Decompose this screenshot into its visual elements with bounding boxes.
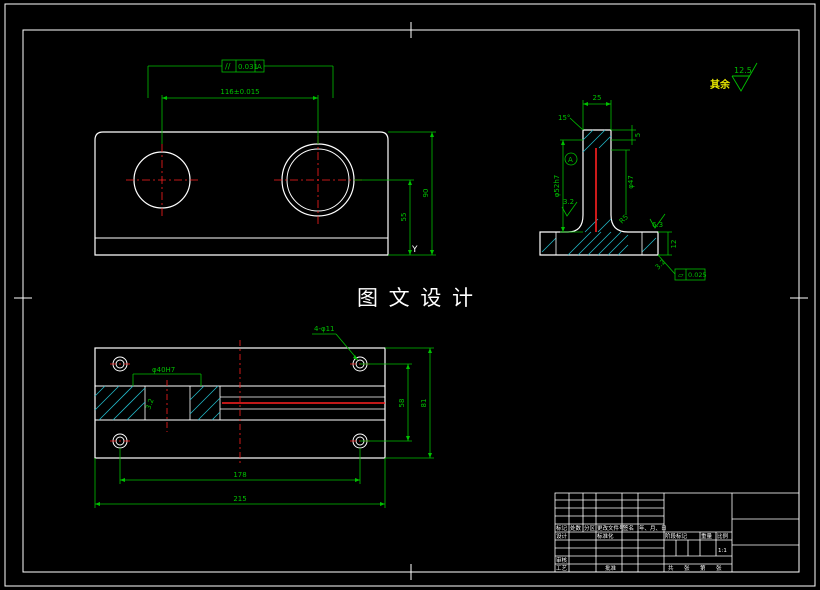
tb-approve-label: 批准 <box>605 564 617 572</box>
tb-sheet-total: 共 <box>668 564 674 572</box>
surface-finish-note: 其余 12.5 <box>710 62 758 92</box>
flat-tol-symbol: ⏥ <box>678 271 684 279</box>
tb-review-label: 审核 <box>556 556 568 564</box>
parallel-tol-datum: A <box>257 63 262 71</box>
tb-sheet-number: 第 <box>700 564 706 572</box>
parallel-tol-value: 0.031 <box>238 63 258 71</box>
dim-height-center: 55 <box>400 213 408 222</box>
top-roughness: 3.2 <box>144 397 155 410</box>
dim-boss: φ47 <box>627 175 635 189</box>
sheet-frame <box>4 3 816 587</box>
tb-header-change-doc: 更改文件号 <box>597 524 625 532</box>
flat-tol-value: 0.025 <box>688 271 707 279</box>
tb-stage-mark: 阶段标记 <box>665 532 688 540</box>
side-view-hatch <box>541 129 657 256</box>
title-block: 标记 处数 分区 更改文件号 签名 年、月、日 设计 标准化 阶段标记 重量 比… <box>554 492 800 573</box>
tb-weight: 重量 <box>701 532 713 540</box>
tb-sheet-unit: 张 <box>684 564 690 572</box>
front-view-outline <box>94 131 389 256</box>
tb-process-label: 工艺 <box>556 565 568 572</box>
roughness-3-2: 3.2 <box>563 198 574 206</box>
side-view: 25 15° 5 A φ52h7 φ47 3.2 R5 6.3 12 3.2 ⏥… <box>539 94 707 281</box>
dim-hole-spacing-top: 178 <box>233 471 246 479</box>
tb-header-zone: 分区 <box>584 524 596 532</box>
dim-hole-spacing: 116±0.015 <box>220 88 259 96</box>
dim-height-overall: 90 <box>422 189 430 198</box>
dim-base-thickness: 12 <box>670 240 678 249</box>
tb-header-mark: 标记 <box>556 524 568 532</box>
dim-bore: φ52h7 <box>553 175 561 197</box>
tb-scale-label: 比例 <box>717 532 729 540</box>
hole-callout: 4-φ11 <box>314 325 335 333</box>
roughness-3-2b: 3.2 <box>654 258 668 272</box>
dim-top-width: 25 <box>593 94 602 102</box>
parallel-symbol: // <box>225 62 231 71</box>
tb-sheet-unit-2: 张 <box>716 564 722 572</box>
dim-outer-height: 81 <box>420 399 428 408</box>
dim-angle: 15° <box>558 114 570 122</box>
front-view: // 0.031 A 116±0.015 90 55 Y <box>94 59 436 256</box>
dim-overall-width: 215 <box>233 495 246 503</box>
dim-inner-height: 58 <box>398 399 406 408</box>
top-view: 4-φ11 φ40H7 3.2 58 81 178 215 <box>94 325 434 508</box>
tb-design-label: 设计 <box>556 532 568 540</box>
top-view-hatch <box>94 385 221 421</box>
datum-y-label: Y <box>411 245 418 255</box>
tb-header-count: 处数 <box>570 524 582 532</box>
dim-fillet: R5 <box>618 213 630 225</box>
bore-dim: φ40H7 <box>152 366 175 374</box>
tb-scale-value: 1:1 <box>718 548 727 554</box>
surface-finish-value: 12.5 <box>734 66 752 75</box>
surface-finish-label: 其余 <box>710 78 731 91</box>
datum-a-label: A <box>568 156 573 164</box>
tb-standardization-label: 标准化 <box>597 532 614 540</box>
tb-header-signature: 签名 <box>623 524 634 532</box>
watermark-text: 图 文 设 计 <box>357 286 475 310</box>
dim-small-height: 5 <box>634 133 642 137</box>
tb-header-date: 年、月、日 <box>639 524 667 532</box>
